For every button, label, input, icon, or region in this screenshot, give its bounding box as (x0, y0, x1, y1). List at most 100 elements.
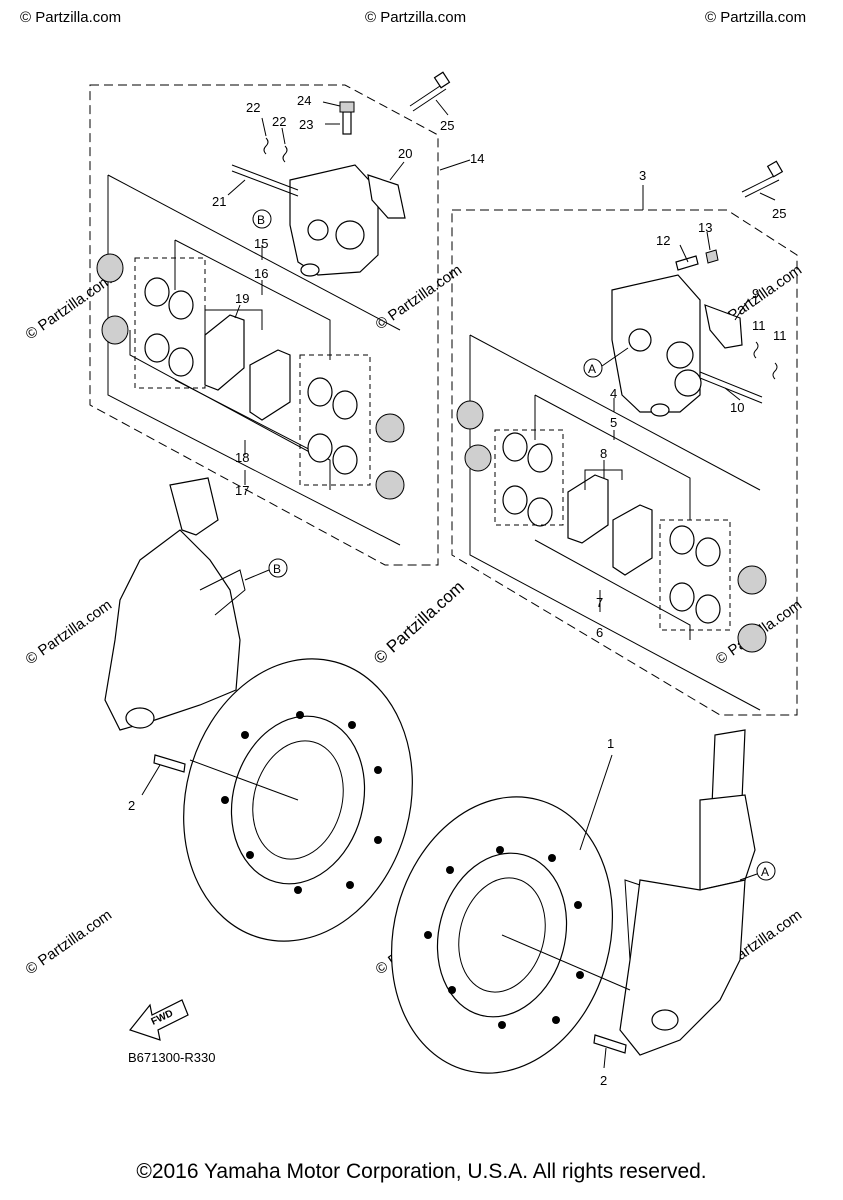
right-disc-hub (458, 877, 546, 993)
right-caliper-assembly (451, 160, 798, 716)
brake-pad-19 (249, 349, 291, 421)
callout-24: 24 (297, 93, 311, 108)
ref-circle-b (252, 209, 272, 229)
piston (375, 470, 405, 500)
callout-16: 16 (254, 266, 268, 281)
piston (96, 253, 124, 283)
clip-22 (263, 137, 269, 155)
callout-12: 12 (656, 233, 670, 248)
watermark-text: © Partzilla.com (20, 9, 121, 26)
left-caliper-piston-bore (335, 220, 365, 250)
callout-20: 20 (398, 146, 412, 161)
callout-11: 11 (773, 328, 787, 343)
seal-group-box (299, 354, 371, 486)
callout-22: 22 (272, 114, 286, 129)
left-caliper-assembly (89, 71, 451, 566)
right-fork-leg (593, 729, 756, 1056)
bleed-screw-23 (342, 111, 352, 135)
watermark-text: © Partzilla.com (23, 596, 116, 668)
callout-1: 1 (607, 736, 614, 751)
callout-7: 7 (596, 595, 603, 610)
watermark-text: © Partzilla.com (23, 906, 116, 978)
callout-6: 6 (596, 625, 603, 640)
callout-21: 21 (212, 194, 226, 209)
forward-arrow: FWD (128, 999, 189, 1041)
callout-13: 13 (698, 220, 712, 235)
piston-seal (502, 485, 528, 515)
piston-seal (669, 582, 695, 612)
callout-25: 25 (440, 118, 454, 133)
seal-kit-outline-7 (534, 539, 691, 640)
piston-seal (527, 443, 553, 473)
caliper-bolt-25 (409, 83, 444, 107)
bleed-cap-24 (339, 101, 355, 113)
pad-pin-21 (231, 164, 299, 191)
callout-17: 17 (235, 483, 249, 498)
ref-letter-a: A (588, 362, 596, 376)
right-fork-tube (711, 729, 746, 806)
callout-2: 2 (128, 798, 135, 813)
seal-kit-outline-17 (174, 379, 331, 490)
brake-pad-8 (567, 474, 609, 544)
right-axle-boss (651, 1009, 679, 1031)
left-caliper-mount (300, 263, 320, 277)
caliper-bolt-25-head (433, 71, 451, 89)
right-caliper-piston-bore (628, 328, 652, 352)
left-brake-disc (183, 658, 413, 942)
clip-11 (772, 362, 778, 380)
ref-circle-a (583, 358, 603, 378)
left-caliper-body (289, 164, 379, 276)
ref-circle-a (756, 861, 776, 881)
watermark-text: © Partzilla.com (23, 271, 116, 343)
piston-seal (332, 390, 358, 420)
piston (737, 623, 767, 653)
callout-19: 19 (235, 291, 249, 306)
piston-seal (332, 445, 358, 475)
callout-8: 8 (600, 446, 607, 461)
piston-seal (527, 497, 553, 527)
piston-seal (669, 525, 695, 555)
callout-15: 15 (254, 236, 268, 251)
piston-seal (168, 290, 194, 320)
left-caliper-piston-bore (307, 219, 329, 241)
callout-10: 10 (730, 400, 744, 415)
callout-25: 25 (772, 206, 786, 221)
seal-kit-outline-15 (174, 239, 331, 360)
bleed-cap-13 (705, 249, 719, 264)
piston-seal (168, 347, 194, 377)
callout-4: 4 (610, 386, 617, 401)
seal-kit-outline-4 (534, 394, 691, 520)
callouts: 1 2 2 3 4 5 6 7 8 9 10 11 11 12 13 14 15… (128, 93, 787, 1088)
seal-kit-outline-18 (107, 175, 401, 546)
fwd-arrow-icon (128, 999, 189, 1041)
clip-11 (753, 341, 759, 359)
piston-seal (144, 333, 170, 363)
left-fork-tube (169, 477, 219, 536)
left-axle-boss (125, 707, 155, 729)
callout-3: 3 (639, 168, 646, 183)
piston-seal (307, 433, 333, 463)
right-fork-slider (619, 879, 746, 1056)
callout-9: 9 (752, 286, 759, 301)
disc-bolt-2 (593, 1034, 627, 1054)
piston-seal (144, 277, 170, 307)
pad-spring-20 (367, 174, 406, 219)
left-caliper-bracket (199, 569, 246, 616)
right-caliper-boundary (451, 209, 798, 716)
piston (456, 400, 484, 430)
right-caliper-bracket (624, 879, 641, 961)
callout-5: 5 (610, 415, 617, 430)
piston-seal (695, 594, 721, 624)
piston (375, 413, 405, 443)
ref-letter-b: B (257, 213, 265, 227)
callout-18: 18 (235, 450, 249, 465)
brake-pad-19 (204, 314, 245, 391)
ref-circle-b (268, 558, 288, 578)
right-caliper-piston-bore (674, 369, 702, 397)
disc-bolt-2 (153, 754, 186, 773)
callout-2: 2 (600, 1073, 607, 1088)
right-caliper-mount (650, 403, 670, 417)
callout-11: 11 (752, 318, 766, 333)
piston-seal (307, 377, 333, 407)
